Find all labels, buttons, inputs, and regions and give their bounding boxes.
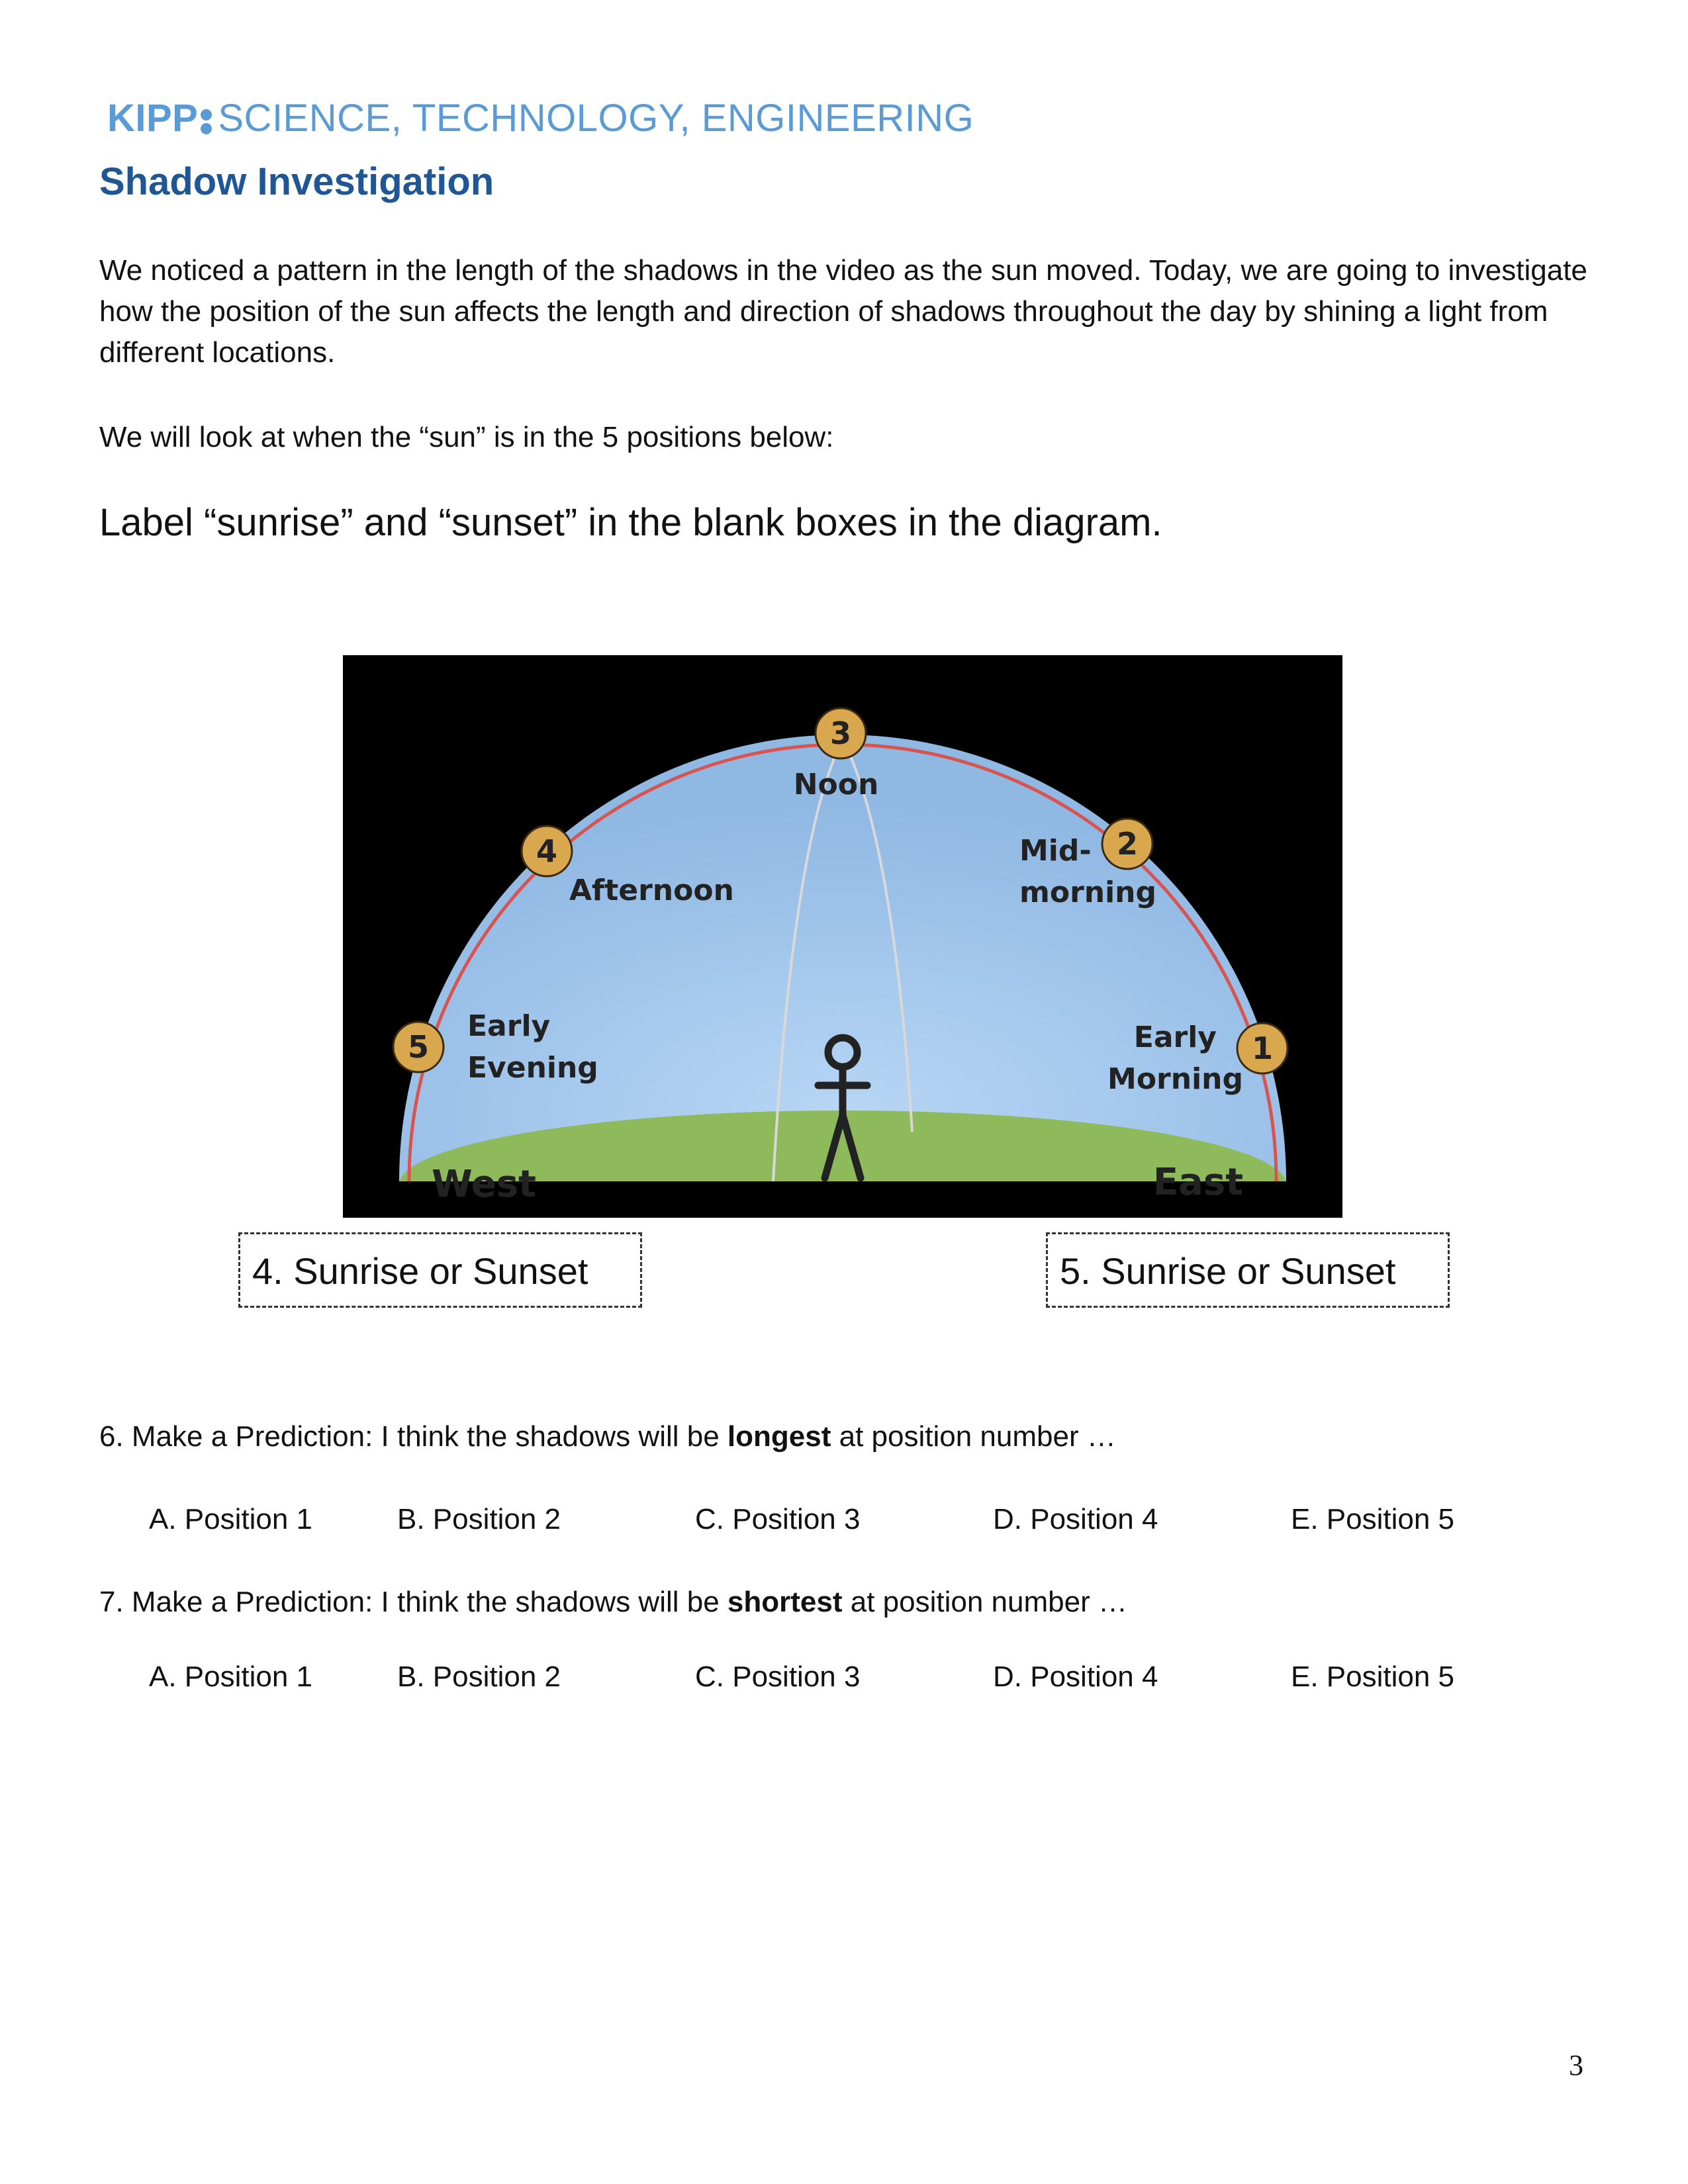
intro-paragraph: We noticed a pattern in the length of th… [99,254,1587,369]
label-west: West [432,1163,536,1206]
q6-option-c[interactable]: C. Position 3 [695,1503,861,1535]
question-7-prefix: 7. Make a Prediction: I think the shadow… [99,1586,727,1618]
meridian-left-line [772,733,847,1182]
meridian-right-line [838,733,914,1132]
sunrise-sunset-box-right[interactable]: 5. Sunrise or Sunset [1046,1232,1450,1308]
question-7-keyword: shortest [727,1586,843,1618]
q7-option-e[interactable]: E. Position 5 [1291,1661,1455,1693]
q7-option-d[interactable]: D. Position 4 [993,1661,1158,1693]
sun-path-diagram: 3 4 2 5 1 Noon Afternoon Mid- morning Ea… [343,655,1342,1218]
ground-ellipse [399,1111,1286,1181]
svg-text:1: 1 [1252,1030,1273,1066]
question-6-prefix: 6. Make a Prediction: I think the shadow… [99,1420,727,1453]
brand-kipp: KIPP [107,97,199,140]
stick-figure-icon [814,1034,871,1182]
label-noon: Noon [794,768,879,801]
question-6-suffix: at position number … [831,1420,1116,1453]
sun-marker-5: 5 [392,1021,445,1073]
q7-option-b[interactable]: B. Position 2 [397,1661,561,1693]
label-midmorning-line2: morning [1019,876,1156,909]
question-7-suffix: at position number … [842,1586,1127,1618]
label-east: East [1153,1161,1243,1204]
positions-line: We will look at when the “sun” is in the… [99,421,834,453]
sunrise-sunset-box-left[interactable]: 4. Sunrise or Sunset [238,1232,642,1308]
label-early-evening-line1: Early [467,1009,550,1043]
labeling-instruction: Label “sunrise” and “sunset” in the blan… [99,501,1162,544]
question-6-keyword: longest [727,1420,831,1453]
sun-marker-2: 2 [1101,817,1154,870]
sun-marker-1: 1 [1236,1022,1289,1075]
q6-option-e[interactable]: E. Position 5 [1291,1503,1455,1535]
brand-header: KIPP SCIENCE, TECHNOLOGY, ENGINEERING [107,99,974,138]
sun-path-svg: 3 4 2 5 1 Noon Afternoon Mid- morning Ea… [343,655,1342,1218]
question-6: 6. Make a Prediction: I think the shadow… [99,1420,1116,1455]
q6-option-b[interactable]: B. Position 2 [397,1503,561,1535]
svg-text:4: 4 [536,833,557,869]
sun-marker-3: 3 [814,707,867,760]
question-7: 7. Make a Prediction: I think the shadow… [99,1585,1127,1620]
page-number: 3 [1569,2049,1583,2081]
brand-colon-icon [199,107,214,136]
svg-text:3: 3 [830,715,851,751]
sun-marker-4: 4 [520,825,573,878]
q6-option-a[interactable]: A. Position 1 [149,1503,313,1535]
label-early-morning-line2: Morning [1107,1062,1243,1096]
label-midmorning-line1: Mid- [1019,834,1092,868]
label-early-evening-line2: Evening [467,1051,598,1085]
q7-option-c[interactable]: C. Position 3 [695,1661,861,1693]
q7-option-a[interactable]: A. Position 1 [149,1661,313,1693]
label-early-morning-line1: Early [1134,1021,1217,1054]
q6-option-d[interactable]: D. Position 4 [993,1503,1158,1535]
sky-dome [399,735,1286,1181]
svg-text:2: 2 [1117,826,1138,862]
page-title: Shadow Investigation [99,160,494,203]
label-afternoon: Afternoon [569,874,734,907]
brand-subject: SCIENCE, TECHNOLOGY, ENGINEERING [218,97,974,140]
svg-text:5: 5 [408,1029,429,1065]
